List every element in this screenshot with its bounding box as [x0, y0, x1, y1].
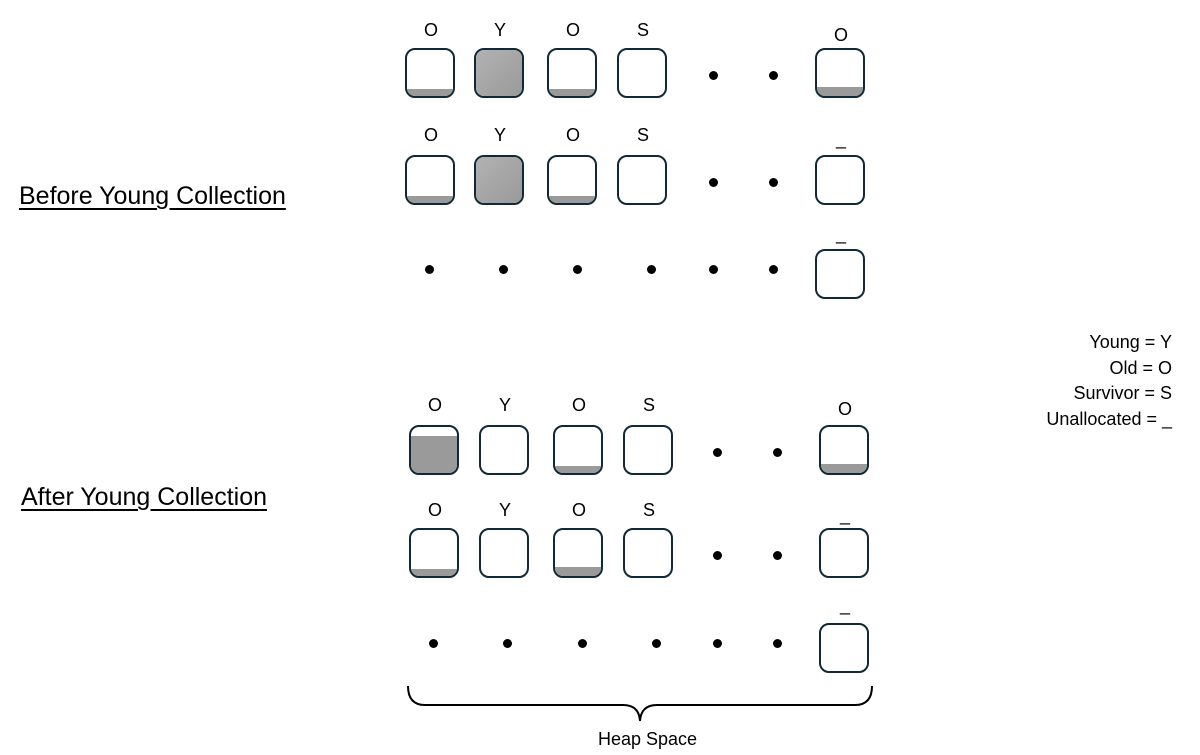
occupied-fill	[549, 89, 595, 96]
region-label: O	[423, 20, 438, 40]
before-section-title: Before Young Collection	[19, 182, 286, 210]
heap-region	[617, 48, 667, 98]
occupied-fill	[817, 86, 863, 96]
heap-region	[815, 249, 865, 299]
ellipsis-dot	[572, 264, 582, 274]
region-label: O	[423, 125, 438, 145]
ellipsis-dot	[708, 70, 718, 80]
region-label: S	[636, 125, 649, 145]
heap-region	[819, 425, 869, 475]
ellipsis-dot	[772, 638, 782, 648]
ellipsis-dot	[502, 638, 512, 648]
occupied-fill	[476, 50, 522, 96]
ellipsis-dot	[772, 447, 782, 457]
occupied-fill	[476, 157, 522, 203]
occupied-fill	[555, 566, 601, 576]
heap-region	[819, 623, 869, 673]
heap-region	[623, 528, 673, 578]
region-label: S	[642, 500, 655, 520]
region-label: Y	[498, 395, 511, 415]
ellipsis-dot	[646, 264, 656, 274]
occupied-fill	[555, 466, 601, 473]
legend: Young = Y Old = O Survivor = S Unallocat…	[1046, 330, 1172, 432]
region-label: O	[427, 395, 442, 415]
heap-region	[819, 528, 869, 578]
heap-region	[553, 528, 603, 578]
heap-region	[405, 48, 455, 98]
ellipsis-dot	[772, 550, 782, 560]
occupied-fill	[821, 463, 867, 473]
region-label: O	[565, 20, 580, 40]
region-label: O	[571, 395, 586, 415]
legend-entry-survivor: Survivor = S	[1073, 383, 1172, 403]
occupied-fill	[407, 89, 453, 96]
ellipsis-dot	[498, 264, 508, 274]
region-label: Y	[493, 125, 506, 145]
region-label: _	[835, 224, 846, 244]
ellipsis-dot	[651, 638, 661, 648]
heap-region	[547, 155, 597, 205]
heap-region	[479, 425, 529, 475]
heap-space-brace	[407, 685, 873, 722]
ellipsis-dot	[577, 638, 587, 648]
ellipsis-dot	[712, 550, 722, 560]
region-label: O	[565, 125, 580, 145]
occupied-fill	[411, 569, 457, 576]
ellipsis-dot	[708, 264, 718, 274]
region-label: O	[571, 500, 586, 520]
region-label: _	[835, 129, 846, 149]
occupied-fill	[549, 196, 595, 203]
ellipsis-dot	[708, 177, 718, 187]
heap-region	[815, 48, 865, 98]
heap-region	[617, 155, 667, 205]
region-label: Y	[493, 20, 506, 40]
heap-region	[405, 155, 455, 205]
ellipsis-dot	[768, 70, 778, 80]
region-label: Y	[498, 500, 511, 520]
ellipsis-dot	[768, 177, 778, 187]
ellipsis-dot	[768, 264, 778, 274]
region-label: O	[427, 500, 442, 520]
ellipsis-dot	[424, 264, 434, 274]
occupied-fill	[411, 436, 457, 473]
heap-region	[623, 425, 673, 475]
region-label: O	[833, 25, 848, 45]
legend-entry-old: Old = O	[1109, 357, 1172, 378]
heap-region	[479, 528, 529, 578]
heap-region	[553, 425, 603, 475]
region-label: S	[642, 395, 655, 415]
region-label: _	[839, 595, 850, 615]
region-label: S	[636, 20, 649, 40]
ellipsis-dot	[712, 447, 722, 457]
heap-space-label: Heap Space	[597, 729, 698, 749]
after-section-title: After Young Collection	[21, 483, 268, 511]
occupied-fill	[407, 196, 453, 203]
ellipsis-dot	[428, 638, 438, 648]
region-label: O	[837, 399, 852, 419]
heap-region	[815, 155, 865, 205]
heap-region	[547, 48, 597, 98]
heap-region	[474, 155, 524, 205]
region-label: _	[839, 505, 850, 525]
legend-entry-young: Young = Y	[1089, 332, 1172, 352]
heap-region	[409, 425, 459, 475]
ellipsis-dot	[712, 638, 722, 648]
heap-region	[409, 528, 459, 578]
legend-entry-unallocated: Unallocated = _	[1046, 408, 1172, 429]
heap-region	[474, 48, 524, 98]
